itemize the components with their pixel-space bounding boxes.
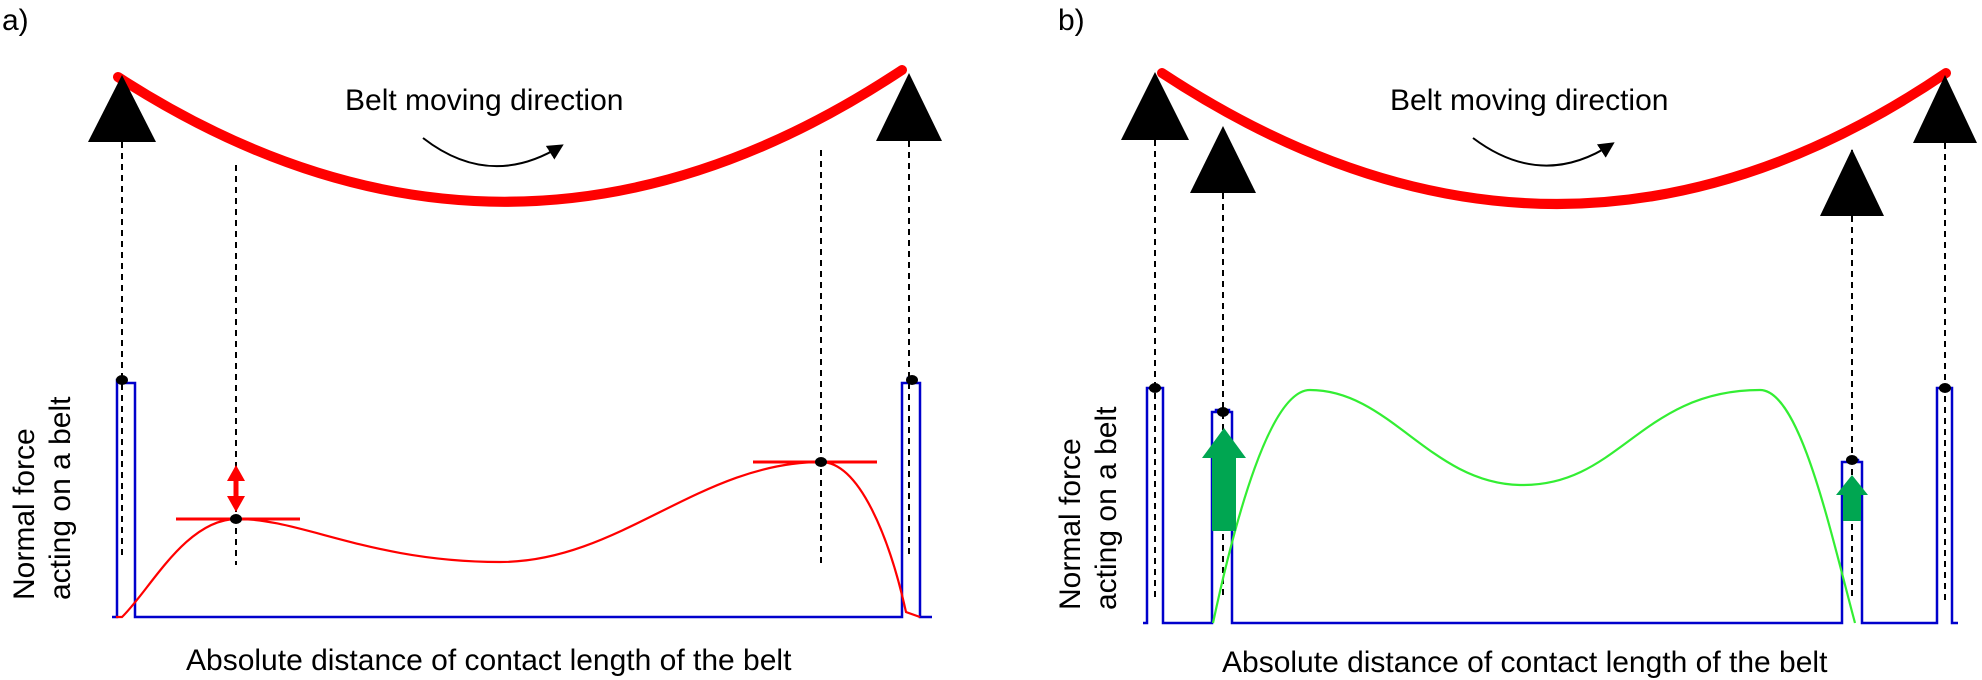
panel-b-dot-inner-right [1846,455,1858,465]
panel-a-label: a) [2,4,29,37]
panel-b-force-curve [1211,388,1857,624]
panel-a-dot-left-peak [230,514,242,524]
panel-b-y-axis-label-line2: acting on a belt [1090,406,1123,610]
panel-a-direction-arrow-icon [422,137,564,168]
panel-a-double-headed-arrow-icon [227,465,245,512]
panel-b-direction-label: Belt moving direction [1390,84,1668,117]
panel-a-direction-label: Belt moving direction [345,84,623,117]
panel-b-outer-left-roller-icon [1121,72,1189,140]
panel-a-dot-right-roller [906,375,918,385]
panel-a-x-axis-label: Absolute distance of contact length of t… [186,644,792,677]
panel-b-y-axis-label-line1: Normal force [1054,438,1087,610]
panel-b-left-up-arrow-icon [1202,428,1246,531]
panel-b-dot-inner-left [1217,407,1229,417]
panel-b-inner-left-roller-icon [1190,126,1256,193]
panel-a-belt [113,65,907,207]
panel-b-belt [1157,68,1951,209]
panel-a-y-axis-label-line2: acting on a belt [44,396,77,600]
panel-b-x-axis-label: Absolute distance of contact length of t… [1222,646,1828,679]
panel-a-dot-left-roller [116,375,128,385]
panel-a-left-roller-icon [88,75,156,142]
panel-b-direction-arrow-icon [1472,137,1615,167]
panel-a-y-axis-label-line1: Normal force [8,428,41,600]
panel-b: b) Belt moving direction [1054,4,1977,679]
panel-b-baseline-plot [1143,386,1958,625]
panel-b-outer-right-roller-icon [1913,75,1977,143]
panel-a-right-roller-icon [876,73,942,141]
panel-b-dot-outer-left [1149,383,1161,393]
panel-a-dot-right-peak [815,457,827,467]
panel-a-force-curve [116,460,921,619]
panel-b-label: b) [1058,4,1085,37]
panel-b-inner-right-roller-icon [1820,149,1884,216]
panel-b-right-up-arrow-icon [1836,475,1868,521]
panel-a: a) Belt moving direction [2,4,942,677]
panel-b-dot-outer-right [1939,383,1951,393]
